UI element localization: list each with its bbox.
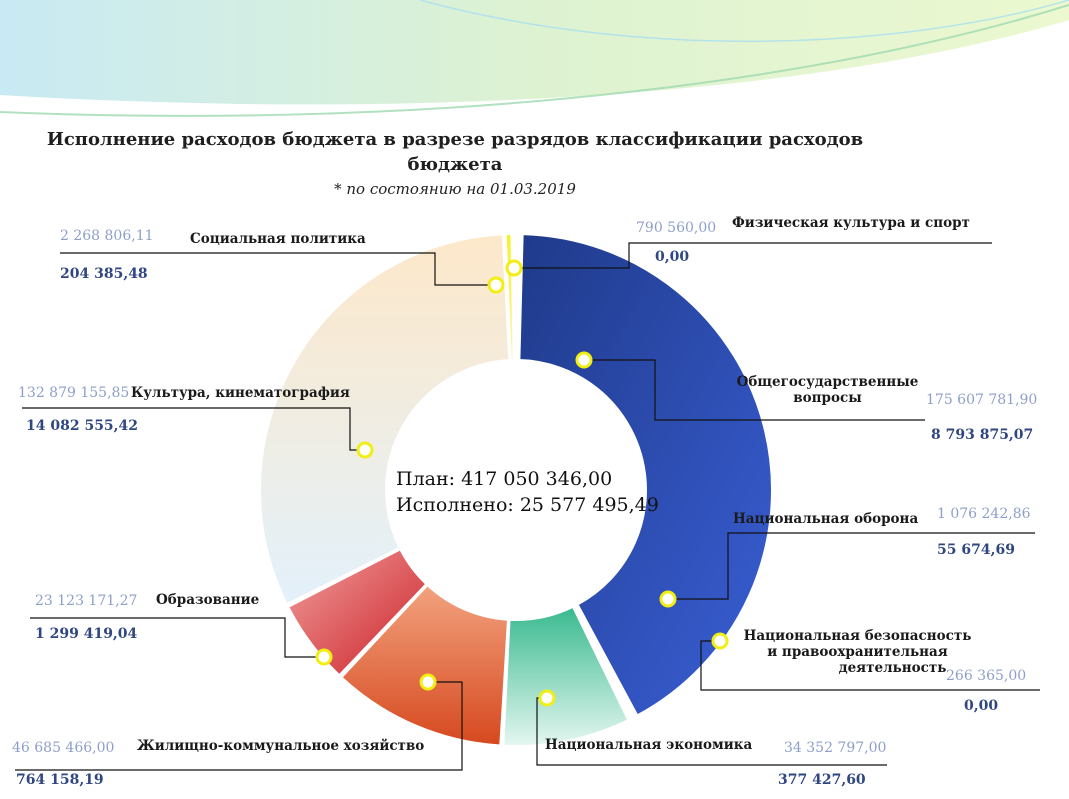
slice-label-fizkult: Физическая культура и спорт [732,215,970,231]
slice-label-bezopasnost: Национальная безопасность и правоохранит… [743,628,972,676]
background-swoosh [0,0,1069,105]
leader-line-bezopasnost [700,640,1040,691]
leader-marker-socpol [487,276,505,294]
plan-value-obrazovanie: 23 123 171,27 [35,593,138,609]
plan-value-kultura: 132 879 155,85 [18,385,130,401]
leader-line-socpol [60,252,496,286]
plan-value-ekonomika: 34 352 797,00 [784,740,887,756]
leader-line-fizkult [514,242,992,269]
fact-value-fizkult: 0,00 [655,249,690,265]
fact-value-obrazovanie: 1 299 419,04 [35,626,138,642]
leader-marker-zhkh [419,673,437,691]
plan-value-zhkh: 46 685 466,00 [12,740,115,756]
leader-line-obshegos [584,359,925,421]
fact-value-ekonomika: 377 427,60 [778,772,866,788]
leader-marker-oborona [659,590,677,608]
leader-lines [15,242,1040,771]
slice-label-obrazovanie: Образование [156,592,260,608]
fact-value-obshegos: 8 793 875,07 [931,427,1034,443]
fact-value-kultura: 14 082 555,42 [26,418,139,434]
slice-label-oborona: Национальная оборона [733,511,919,527]
leader-marker-bezopasnost [711,632,729,650]
slice-label-zhkh: Жилищно-коммунальное хозяйство [137,738,425,754]
leader-marker-obshegos [575,351,593,369]
slice-label-socpol: Социальная политика [190,231,366,247]
fact-value-bezopasnost: 0,00 [964,698,999,714]
leader-line-oborona [668,532,1035,600]
plan-value-obshegos: 175 607 781,90 [926,392,1038,408]
leader-marker-obrazovanie [315,648,333,666]
leader-line-obrazovanie [30,617,324,658]
leader-marker-fizkult [505,259,523,277]
fact-value-socpol: 204 385,48 [60,266,148,282]
donut-slice-zhkh [340,583,510,747]
leader-marker-ekonomika [538,689,556,707]
total-fact-label: Исполнено: 25 577 495,49 [396,494,659,516]
donut-center-text: План: 417 050 346,00 Исполнено: 25 577 4… [396,466,659,518]
leader-line-zhkh [15,681,463,771]
leader-marker-kultura [356,441,374,459]
plan-value-socpol: 2 268 806,11 [60,228,154,244]
fact-value-oborona: 55 674,69 [937,542,1015,558]
slice-label-ekonomika: Национальная экономика [545,737,753,753]
slice-label-obshegos: Общегосударственные вопросы [736,374,919,406]
donut-slice-fizkult [513,233,517,362]
plan-value-bezopasnost: 266 365,00 [946,668,1027,684]
fact-value-zhkh: 764 158,19 [16,772,104,788]
chart-title: Исполнение расходов бюджета в разрезе ра… [46,129,864,175]
donut-slice-oborona [574,603,636,719]
donut-slice-bezopasnost [573,604,633,721]
background-swoosh-line [419,0,1069,43]
plan-value-oborona: 1 076 242,86 [937,506,1031,522]
donut-slice-kultura [259,233,511,606]
total-plan-label: План: 417 050 346,00 [396,468,613,490]
chart-subtitle: * по состоянию на 01.03.2019 [334,180,576,198]
plan-value-fizkult: 790 560,00 [636,220,717,236]
donut-slice-ekonomika [502,605,630,747]
background-swoosh-line [0,4,1069,117]
slice-label-kultura: Культура, кинематография [131,385,350,401]
